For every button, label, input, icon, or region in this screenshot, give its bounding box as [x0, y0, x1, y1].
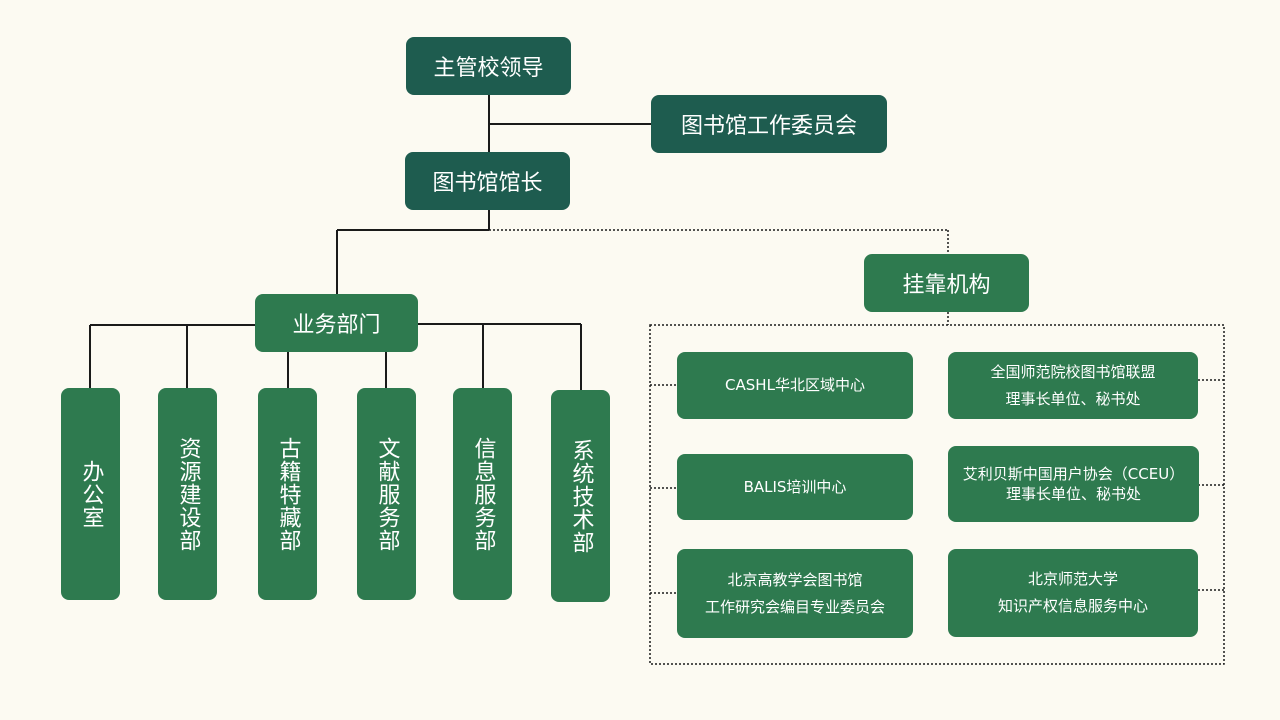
- director-box: 图书馆馆长: [405, 152, 570, 210]
- affiliate-balis-line1: BALIS培训中心: [743, 477, 847, 496]
- affiliate-cceu: 艾利贝斯中国用户协会（CCEU） 理事长单位、秘书处: [948, 446, 1199, 522]
- affiliated-group-frame: [649, 324, 1225, 665]
- affiliate-cashl: CASHL华北区域中心: [677, 352, 913, 419]
- affiliate-normal-univ-alliance-line1: 全国师范院校图书馆联盟: [990, 362, 1156, 381]
- dept-resources: 资源建设部: [158, 388, 217, 600]
- affiliate-cataloging-committee-line2: 工作研究会编目专业委员会: [704, 597, 885, 616]
- dept-special-collections: 古籍特藏部: [258, 388, 317, 600]
- affiliate-ip-service-center-line1: 北京师范大学: [1027, 570, 1118, 588]
- dept-systems-technology: 系统技术部: [551, 390, 610, 602]
- business-dept-box: 业务部门: [255, 294, 418, 352]
- affiliate-normal-univ-alliance: 全国师范院校图书馆联盟 理事长单位、秘书处: [948, 352, 1198, 419]
- affiliate-cceu-line2: 理事长单位、秘书处: [1005, 485, 1141, 503]
- affiliate-cataloging-committee-line1: 北京高教学会图书馆: [727, 570, 863, 589]
- affiliate-ip-service-center: 北京师范大学 知识产权信息服务中心: [948, 549, 1198, 637]
- dept-literature-services: 文献服务部: [357, 388, 416, 600]
- affiliate-balis: BALIS培训中心: [677, 454, 913, 520]
- dept-information-services: 信息服务部: [453, 388, 512, 600]
- affiliate-cataloging-committee: 北京高教学会图书馆 工作研究会编目专业委员会: [677, 549, 913, 638]
- affiliate-cashl-line1: CASHL华北区域中心: [725, 376, 865, 394]
- affiliated-box: 挂靠机构: [864, 254, 1029, 312]
- leader-box: 主管校领导: [406, 37, 571, 95]
- affiliate-ip-service-center-line2: 知识产权信息服务中心: [997, 597, 1148, 615]
- affiliate-normal-univ-alliance-line2: 理事长单位、秘书处: [1005, 389, 1141, 408]
- affiliate-cceu-line1: 艾利贝斯中国用户协会（CCEU）: [962, 465, 1185, 483]
- committee-box: 图书馆工作委员会: [651, 95, 887, 153]
- dept-office: 办公室: [61, 388, 120, 600]
